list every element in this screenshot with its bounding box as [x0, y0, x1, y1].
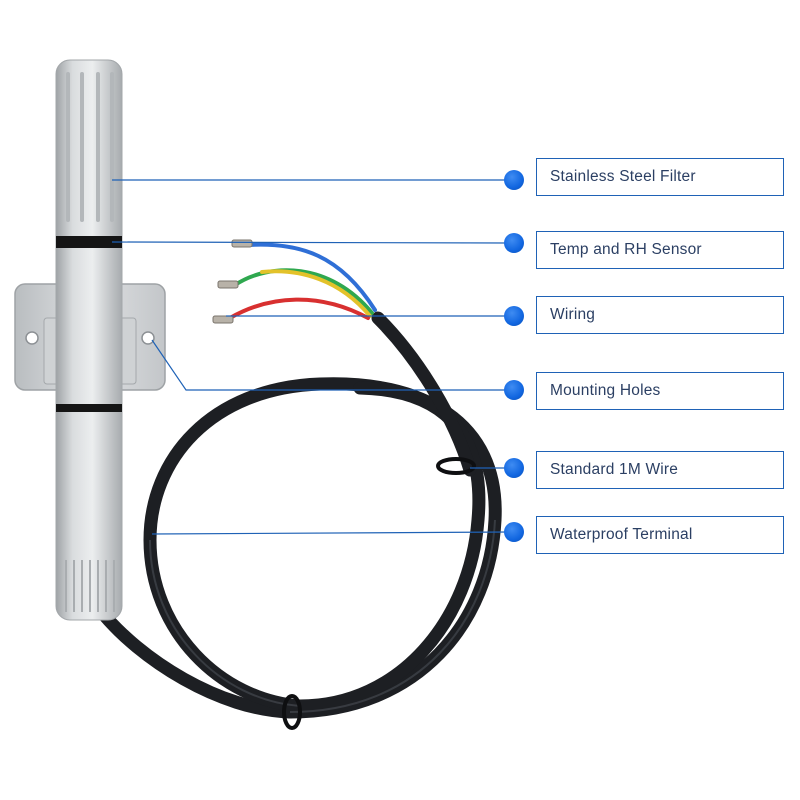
callout-dot [504, 306, 524, 326]
callout-dot [504, 233, 524, 253]
leader-line [151, 531, 515, 535]
leader-lines [111, 179, 515, 535]
leader-line [151, 339, 514, 391]
mounting-hole [141, 331, 155, 345]
wire-blue [246, 242, 377, 312]
cable-tie [282, 457, 476, 730]
sensor-probe [55, 59, 123, 621]
filter-slots [66, 72, 114, 222]
cable-highlight [149, 519, 496, 713]
terminal-ribs [65, 560, 115, 612]
cable-tail [93, 603, 297, 719]
callout-dot [504, 380, 524, 400]
label-waterproof-terminal: Waterproof Terminal [536, 516, 784, 554]
wire-green [233, 268, 374, 315]
cable-loop-inner [293, 381, 486, 713]
wire-red [228, 297, 370, 320]
wire-yellow [260, 269, 372, 318]
callout-dot [504, 170, 524, 190]
mounting-hole [25, 331, 39, 345]
sensor-band [56, 236, 122, 248]
label-wiring: Wiring [536, 296, 784, 334]
label-mounting-holes: Mounting Holes [536, 372, 784, 410]
leader-line [111, 241, 515, 244]
callout-dot [504, 458, 524, 478]
label-temp-rh-sensor: Temp and RH Sensor [536, 231, 784, 269]
cable-up [371, 311, 477, 477]
callout-dot [504, 522, 524, 542]
label-standard-1m-wire: Standard 1M Wire [536, 451, 784, 489]
seam-band [56, 404, 122, 412]
wires [228, 242, 377, 320]
label-stainless-steel-filter: Stainless Steel Filter [536, 158, 784, 196]
